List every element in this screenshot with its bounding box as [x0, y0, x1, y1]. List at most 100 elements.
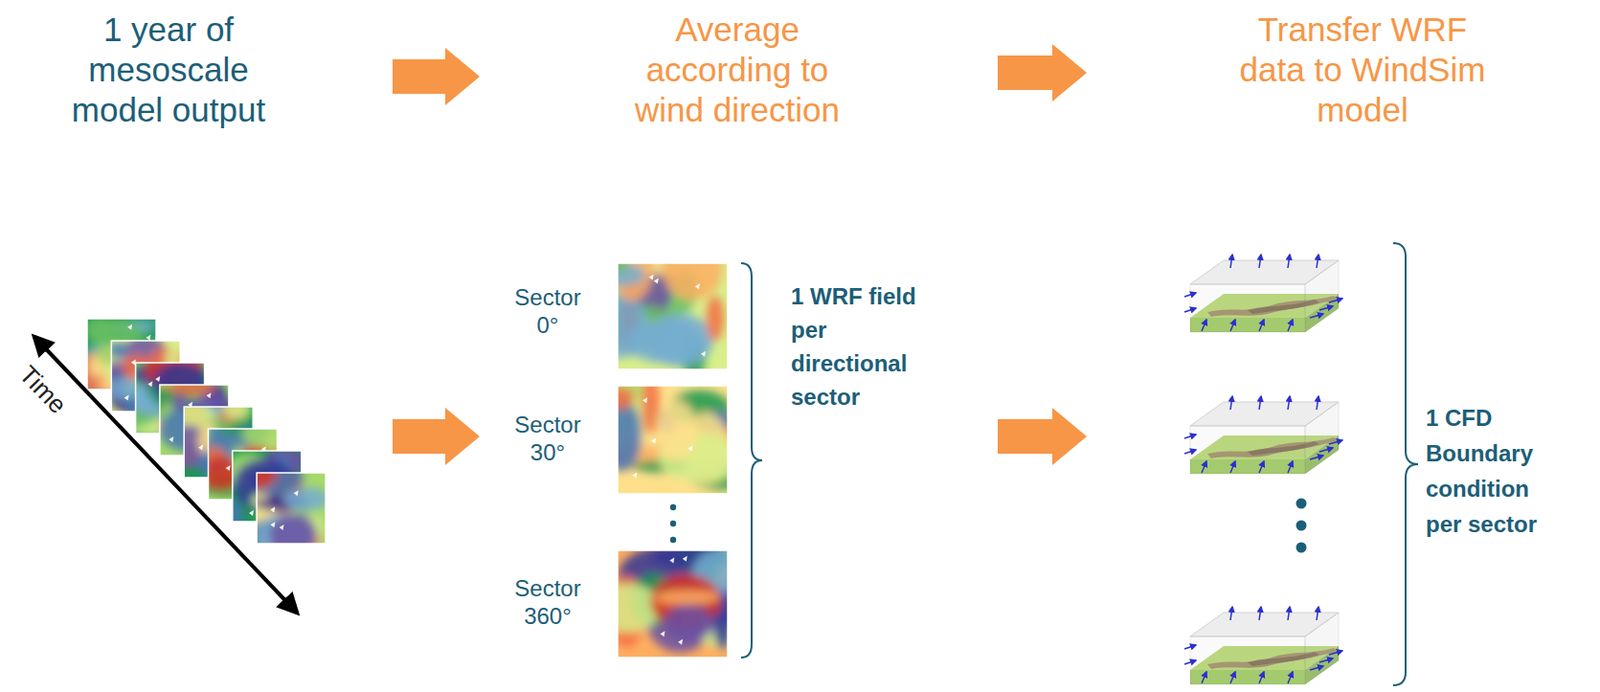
drawing-part	[145, 335, 151, 341]
drawing-part	[617, 263, 728, 370]
drawing-part	[1230, 607, 1233, 621]
drawing-part	[1287, 254, 1290, 269]
model-frame	[236, 453, 331, 563]
drawing-part	[1184, 434, 1196, 439]
drawing-part	[617, 550, 728, 658]
drawing-part	[256, 473, 326, 544]
drawing-part	[1230, 319, 1236, 332]
drawing-part	[1190, 284, 1306, 333]
drawing-part	[649, 274, 654, 281]
heat-blob	[269, 514, 317, 544]
time-axis-arrow	[34, 337, 297, 613]
drawing-part	[631, 472, 637, 478]
curly-brace	[1393, 243, 1419, 686]
drawing-part	[1259, 672, 1264, 684]
drawing-part	[155, 376, 160, 383]
ellipsis-dot	[670, 537, 677, 543]
drawing-part	[1259, 319, 1264, 332]
drawing-part	[1319, 306, 1333, 311]
drawing-part	[1259, 396, 1262, 410]
drawing-part	[617, 385, 728, 495]
drawing-part	[1305, 260, 1339, 333]
ellipsis-dot	[670, 504, 677, 511]
drawing-part	[1287, 396, 1290, 410]
drawing-part	[198, 445, 203, 451]
drawing-part	[653, 278, 659, 285]
block-arrow	[997, 407, 1087, 466]
drawing-part	[617, 385, 728, 491]
drawing-part	[225, 465, 231, 472]
drawing-part	[660, 630, 666, 637]
drawing-part	[1230, 254, 1233, 269]
sector-label: Sector 0°	[501, 283, 594, 339]
drawing-part	[1316, 396, 1319, 410]
step-heading: 1 year of mesoscale model output	[45, 9, 292, 131]
drawing-part	[127, 324, 133, 331]
cfd-domain	[1184, 607, 1343, 685]
drawing-part	[1309, 455, 1324, 460]
drawing-part	[677, 639, 683, 646]
heat-blob	[617, 399, 642, 472]
drawing-part	[651, 437, 656, 444]
block-arrow	[392, 407, 480, 466]
drawing-part	[256, 473, 326, 544]
time-stack	[72, 315, 331, 563]
drawing-part	[1329, 298, 1343, 303]
sector-map	[591, 235, 728, 380]
sector-label: Sector 360°	[501, 574, 594, 631]
drawing-part	[1259, 461, 1264, 474]
drawing-part	[279, 524, 285, 531]
block-arrow	[392, 47, 480, 106]
drawing-part	[617, 385, 728, 491]
drawing-part	[1201, 461, 1207, 474]
drawing-part	[159, 384, 229, 456]
heat-blob	[256, 473, 277, 490]
drawing-part	[1259, 607, 1262, 621]
drawing-part	[1316, 254, 1319, 269]
sector-map	[595, 518, 767, 658]
drawing-part	[270, 521, 275, 528]
axis-label: Time	[10, 357, 75, 423]
drawing-part	[1190, 426, 1306, 474]
drawing-part	[168, 436, 174, 443]
drawing-part	[1230, 672, 1236, 684]
drawing-part	[1184, 308, 1196, 313]
curly-brace	[741, 263, 763, 658]
sector-label: Sector 30°	[501, 410, 594, 467]
heat-blob	[663, 604, 714, 642]
heat-blob	[242, 428, 278, 450]
heat-blob	[617, 386, 635, 410]
drawing-part	[695, 283, 700, 290]
drawing-part	[1201, 319, 1207, 332]
drawing-part	[1259, 254, 1262, 269]
drawing-part	[1319, 448, 1333, 452]
ellipsis-dot	[1296, 542, 1308, 554]
cfd-domain	[1184, 396, 1343, 474]
heat-blob	[654, 400, 697, 461]
heat-blob	[653, 589, 722, 606]
drawing-part	[682, 556, 688, 563]
drawing-part	[248, 510, 254, 517]
drawing-part	[1329, 651, 1343, 655]
heat-blob	[624, 319, 706, 363]
sector-map	[598, 353, 756, 495]
drawing-part	[1190, 636, 1306, 685]
heat-blob	[617, 263, 629, 273]
drawing-part	[687, 445, 693, 451]
heat-blob	[705, 295, 724, 342]
heat-blob	[167, 384, 216, 396]
drawing-part	[1316, 607, 1319, 621]
cfd-domain	[1184, 254, 1343, 333]
group-note: 1 WRF field per directional sector	[790, 279, 940, 414]
drawing-part	[617, 263, 724, 370]
drawing-part	[1184, 645, 1196, 650]
drawing-part	[1287, 672, 1293, 684]
drawing-part	[1305, 612, 1339, 685]
drawing-part	[1201, 672, 1207, 684]
drawing-part	[669, 558, 675, 564]
step-heading: Average according to wind direction	[617, 9, 857, 131]
drawing-part	[1287, 461, 1293, 474]
block-arrow	[997, 44, 1087, 102]
drawing-part	[700, 351, 706, 358]
